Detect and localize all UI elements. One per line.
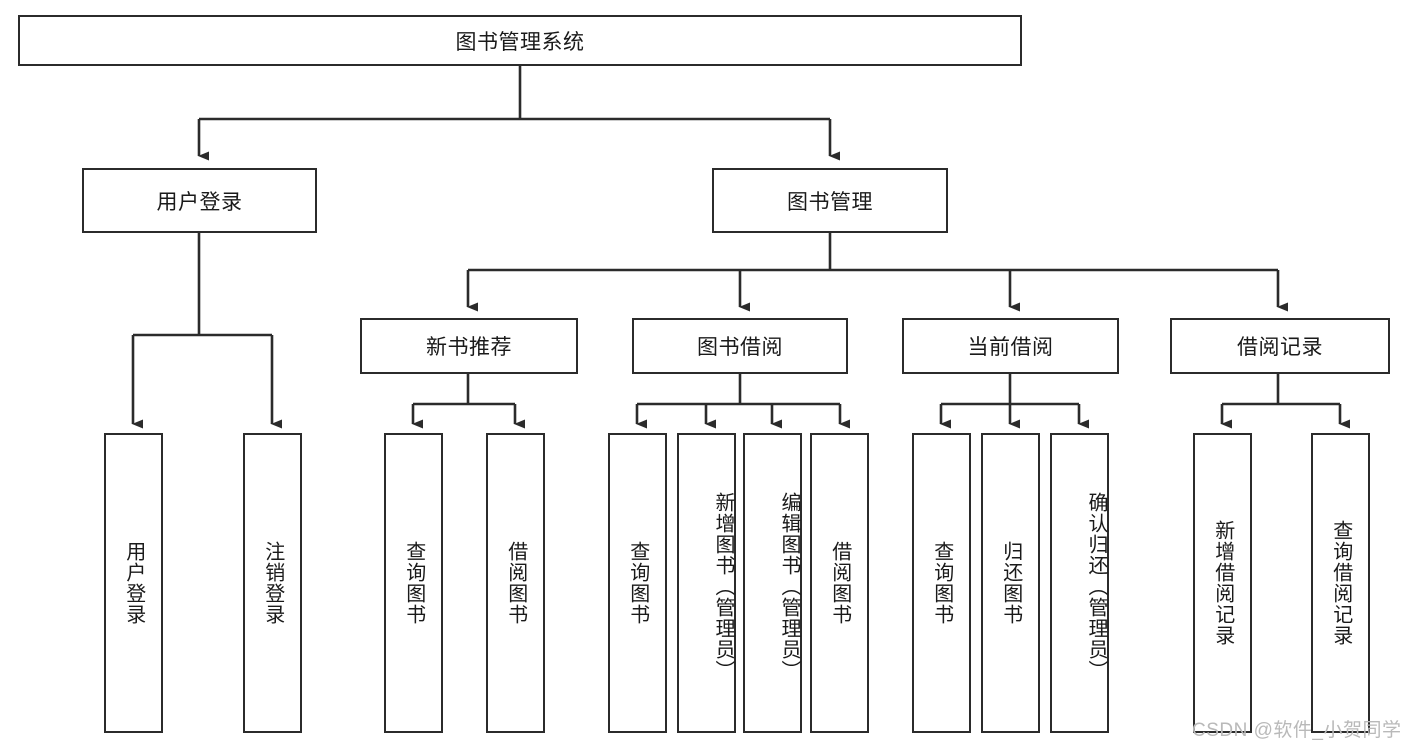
node-label: 图书管理 bbox=[787, 190, 873, 214]
leaf-new-book-query[interactable]: 查询图书 bbox=[384, 433, 443, 733]
leaf-current-borrow-confirm-return[interactable]: 确认归还（管理员） bbox=[1050, 433, 1109, 733]
node-new-book-recommend[interactable]: 新书推荐 bbox=[360, 318, 578, 374]
node-label: 借阅记录 bbox=[1237, 336, 1323, 359]
node-label: 编辑图书（管理员） bbox=[778, 491, 800, 681]
node-label: 图书借阅 bbox=[697, 336, 783, 359]
node-label: 图书管理系统 bbox=[455, 30, 585, 54]
leaf-current-borrow-query[interactable]: 查询图书 bbox=[912, 433, 971, 733]
node-borrow-record[interactable]: 借阅记录 bbox=[1170, 318, 1390, 374]
leaf-book-borrow-add[interactable]: 新增图书（管理员） bbox=[677, 433, 736, 733]
node-book-management[interactable]: 图书管理 bbox=[712, 168, 948, 233]
node-label: 当前借阅 bbox=[967, 336, 1054, 359]
csdn-watermark: CSDN @软件_小贺同学 bbox=[1192, 720, 1402, 741]
node-label: 新书推荐 bbox=[426, 336, 512, 359]
node-current-borrow[interactable]: 当前借阅 bbox=[902, 318, 1119, 374]
leaf-book-borrow-borrow[interactable]: 借阅图书 bbox=[810, 433, 869, 733]
leaf-borrow-record-query[interactable]: 查询借阅记录 bbox=[1311, 433, 1370, 733]
leaf-new-book-borrow[interactable]: 借阅图书 bbox=[486, 433, 545, 733]
node-root-system[interactable]: 图书管理系统 bbox=[18, 15, 1022, 66]
leaf-user-login-logout[interactable]: 注销登录 bbox=[243, 433, 302, 733]
node-label: 查询借阅记录 bbox=[1329, 520, 1352, 646]
leaf-book-borrow-edit[interactable]: 编辑图书（管理员） bbox=[743, 433, 802, 733]
leaf-borrow-record-add[interactable]: 新增借阅记录 bbox=[1193, 433, 1252, 733]
node-label: 查询图书 bbox=[626, 541, 649, 625]
node-label: 确认归还（管理员） bbox=[1085, 491, 1107, 681]
node-book-borrow[interactable]: 图书借阅 bbox=[632, 318, 848, 374]
node-label: 归还图书 bbox=[999, 541, 1022, 625]
node-label: 新增图书（管理员） bbox=[712, 491, 734, 681]
node-label: 新增借阅记录 bbox=[1211, 520, 1234, 646]
node-label: 查询图书 bbox=[402, 541, 425, 625]
node-label: 用户登录 bbox=[122, 541, 145, 625]
node-label: 用户登录 bbox=[156, 190, 243, 214]
leaf-current-borrow-return[interactable]: 归还图书 bbox=[981, 433, 1040, 733]
node-label: 注销登录 bbox=[261, 541, 284, 625]
node-label: 查询图书 bbox=[930, 541, 953, 625]
leaf-user-login-login[interactable]: 用户登录 bbox=[104, 433, 163, 733]
node-label: 借阅图书 bbox=[504, 541, 527, 625]
node-label: 借阅图书 bbox=[828, 541, 851, 625]
leaf-book-borrow-query[interactable]: 查询图书 bbox=[608, 433, 667, 733]
node-user-login[interactable]: 用户登录 bbox=[82, 168, 317, 233]
